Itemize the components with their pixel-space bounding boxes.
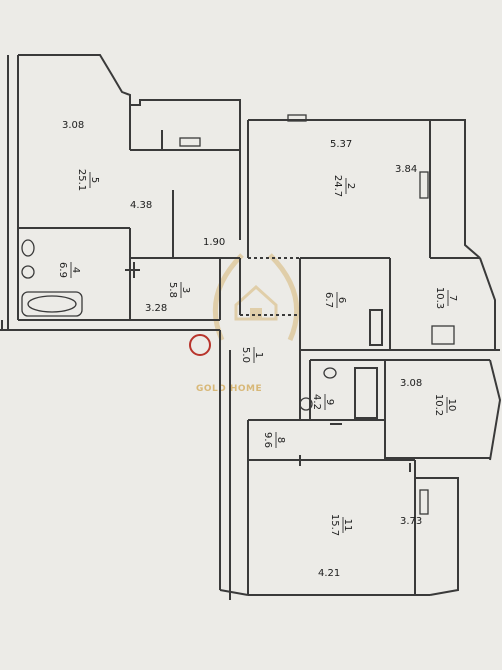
room-area: 6.7 — [323, 292, 334, 308]
walls — [0, 54, 502, 600]
room-number: 8 — [275, 437, 286, 443]
room-label-11: 11 15.7 — [329, 514, 353, 536]
bathroom-fixtures — [21, 114, 455, 515]
dimension-label: 3.84 — [395, 164, 417, 175]
room-label-5: 5 25.1 — [76, 169, 100, 191]
room-number: 11 — [342, 519, 353, 532]
dimension-label: 3.08 — [400, 378, 422, 389]
room-area: 10.3 — [434, 287, 445, 309]
room-label-1: 1 5.0 — [240, 347, 264, 363]
room-number: 9 — [324, 399, 335, 405]
stamp-circle — [189, 334, 211, 356]
room-label-2: 2 24.7 — [332, 175, 356, 197]
room-number: 6 — [336, 297, 347, 303]
room-label-4: 4 6.9 — [57, 262, 81, 278]
room-number: 10 — [446, 399, 457, 412]
room-area: 4.2 — [311, 394, 322, 410]
room-area: 5.0 — [240, 347, 251, 363]
room-label-6: 6 6.7 — [323, 292, 347, 308]
watermark-logo — [212, 253, 300, 342]
room-area: 24.7 — [332, 175, 343, 197]
dimension-label: 4.21 — [318, 568, 340, 579]
room-label-10: 10 10.2 — [433, 394, 457, 416]
room-label-3: 3 5.8 — [167, 282, 191, 298]
room-number: 7 — [447, 295, 458, 301]
room-label-8: 8 9.6 — [262, 432, 286, 448]
room-area: 25.1 — [76, 169, 87, 191]
room-label-7: 7 10.3 — [434, 287, 458, 309]
room-number: 2 — [345, 183, 356, 189]
dimension-label: 1.90 — [203, 237, 225, 248]
dimension-label: 3.28 — [145, 303, 167, 314]
dimension-label: 5.37 — [330, 139, 352, 150]
room-area: 15.7 — [329, 514, 340, 536]
watermark-text: GOLD HOME — [196, 384, 262, 394]
dimension-label: 3.08 — [62, 120, 84, 131]
dimension-label: 4.38 — [130, 200, 152, 211]
room-number: 1 — [253, 352, 264, 358]
room-number: 5 — [89, 177, 100, 183]
room-area: 5.8 — [167, 282, 178, 298]
room-area: 6.9 — [57, 262, 68, 278]
room-area: 10.2 — [433, 394, 444, 416]
room-area: 9.6 — [262, 432, 273, 448]
room-label-9: 9 4.2 — [311, 394, 335, 410]
room-number: 4 — [70, 267, 81, 273]
dimension-label: 3.73 — [400, 516, 422, 527]
room-number: 3 — [180, 287, 191, 293]
